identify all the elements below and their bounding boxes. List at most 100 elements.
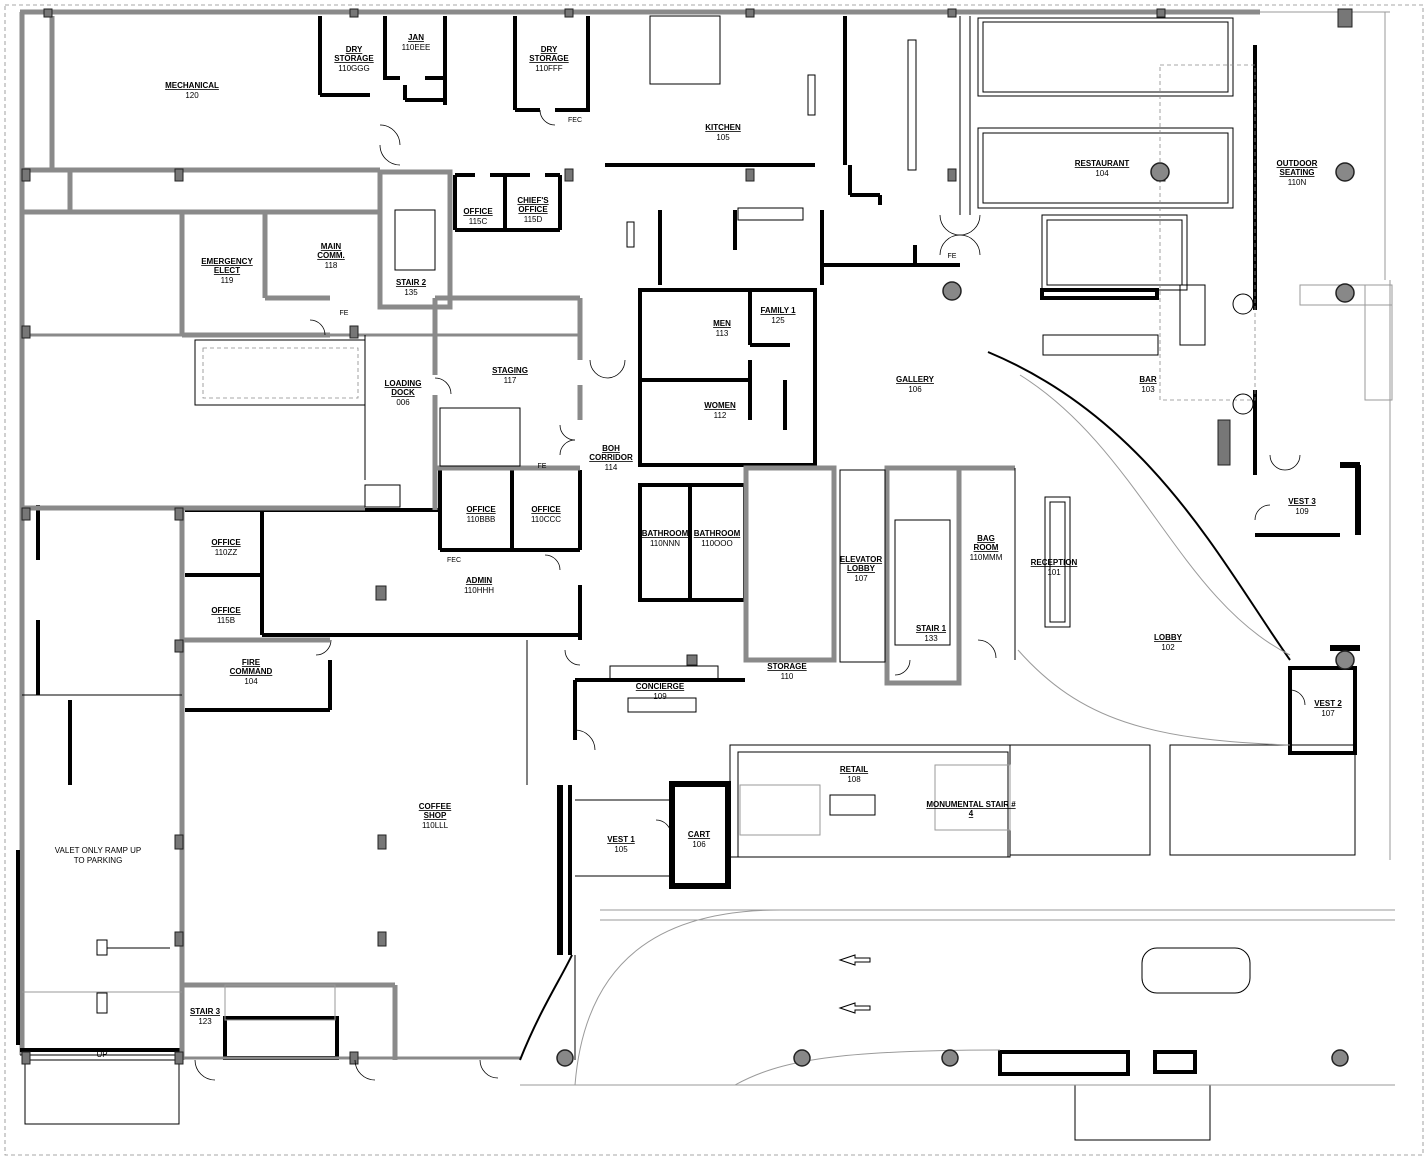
room-name: WOMEN — [704, 401, 736, 410]
fec-label-2: FEC — [568, 117, 582, 124]
room-number: 104 — [244, 677, 258, 686]
room-number: 115C — [469, 217, 488, 226]
room-name: OFFICE — [466, 505, 496, 514]
room-number: 104 — [1095, 169, 1109, 178]
fec-label-1: FEC — [447, 557, 461, 564]
room-number: 110 — [781, 672, 794, 681]
room-name: ELECT — [214, 266, 240, 275]
room-number: 107 — [854, 574, 868, 583]
room-name: KITCHEN — [705, 123, 741, 132]
room-name: LOBBY — [1154, 633, 1183, 642]
room-name: OFFICE — [211, 538, 241, 547]
room-number: 117 — [504, 376, 517, 385]
room-name: MECHANICAL — [165, 81, 219, 90]
room-name: STORAGE — [334, 54, 374, 63]
room-number: 120 — [185, 91, 199, 100]
room-name: LOADING — [385, 379, 422, 388]
room-number: 133 — [924, 634, 938, 643]
room-number: 113 — [716, 329, 729, 338]
room-number: 114 — [605, 463, 618, 472]
room-name: DRY — [346, 45, 363, 54]
doors — [194, 109, 1306, 1081]
room-number: 115D — [524, 215, 543, 224]
room-name: BATHROOM — [694, 529, 741, 538]
room-number: 125 — [771, 316, 785, 325]
room-name: JAN — [408, 33, 424, 42]
room-name: DRY — [541, 45, 558, 54]
valet-note-line1: VALET ONLY RAMP UP — [55, 846, 141, 855]
room-number: 110N — [1288, 178, 1307, 187]
site-boundary — [4, 4, 1424, 1156]
room-number: 110BBB — [467, 515, 496, 524]
room-number: 109 — [653, 692, 667, 701]
room-name: STAIR 2 — [396, 278, 427, 287]
room-number: 110EEE — [402, 43, 431, 52]
room-name: ROOM — [974, 543, 999, 552]
room-name: VEST 2 — [1314, 699, 1342, 708]
room-number: 106 — [692, 840, 706, 849]
room-number: 105 — [716, 133, 730, 142]
room-name: BATHROOM — [642, 529, 689, 538]
room-number: 119 — [221, 276, 234, 285]
room-name: STAIR 3 — [190, 1007, 221, 1016]
room-name: BAR — [1139, 375, 1157, 384]
room-name: COFFEE — [419, 802, 452, 811]
room-number: 102 — [1161, 643, 1175, 652]
interior-walls-grey — [22, 167, 1016, 1060]
room-name: OFFICE — [531, 505, 561, 514]
room-number: 110FFF — [535, 64, 563, 73]
room-number: 110HHH — [464, 586, 494, 595]
room-name: COMMAND — [230, 667, 273, 676]
room-name: CHIEF'S — [517, 196, 549, 205]
ramp-up-label: UP — [96, 1050, 107, 1059]
room-name: GALLERY — [896, 375, 935, 384]
room-name: MEN — [713, 319, 731, 328]
room-number: 115B — [217, 616, 235, 625]
room-number: 110OOO — [701, 539, 732, 548]
room-number: 110ZZ — [215, 548, 238, 557]
room-name: BAG — [977, 534, 995, 543]
room-name: RETAIL — [840, 765, 868, 774]
fe-label-2: FE — [538, 463, 547, 470]
valet-note: VALET ONLY RAMP UP TO PARKING — [55, 846, 141, 865]
room-number: 135 — [404, 288, 418, 297]
room-number: 106 — [908, 385, 922, 394]
room-name: ELEVATOR — [840, 555, 882, 564]
room-name: OFFICE — [211, 606, 241, 615]
room-name: SEATING — [1280, 168, 1315, 177]
fixtures — [22, 15, 1395, 1141]
room-name: STAIR 1 — [916, 624, 947, 633]
room-name: VEST 3 — [1288, 497, 1316, 506]
room-name: CONCIERGE — [636, 682, 685, 691]
